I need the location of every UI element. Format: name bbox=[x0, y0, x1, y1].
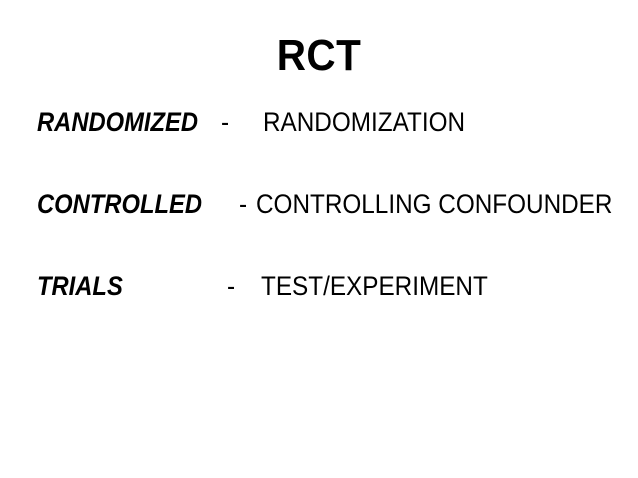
definition-meaning: RANDOMIZATION bbox=[263, 107, 466, 137]
definition-term: CONTROLLED bbox=[37, 189, 202, 219]
definition-term: RANDOMIZED bbox=[37, 107, 199, 137]
definition-list: RANDOMIZED - RANDOMIZATION CONTROLLED - … bbox=[0, 104, 638, 350]
definition-meaning: TEST/EXPERIMENT bbox=[261, 271, 488, 301]
definition-meaning: CONTROLLING CONFOUNDER bbox=[256, 189, 613, 219]
definition-term: TRIALS bbox=[37, 271, 123, 301]
definition-separator: - bbox=[227, 271, 236, 301]
definition-row: RANDOMIZED - RANDOMIZATION bbox=[0, 104, 638, 186]
definition-separator: - bbox=[221, 107, 230, 137]
definition-row: CONTROLLED - CONTROLLING CONFOUNDER bbox=[0, 186, 638, 268]
definition-row: TRIALS - TEST/EXPERIMENT bbox=[0, 268, 638, 350]
definition-separator: - bbox=[239, 189, 248, 219]
page-title: RCT bbox=[276, 31, 362, 80]
